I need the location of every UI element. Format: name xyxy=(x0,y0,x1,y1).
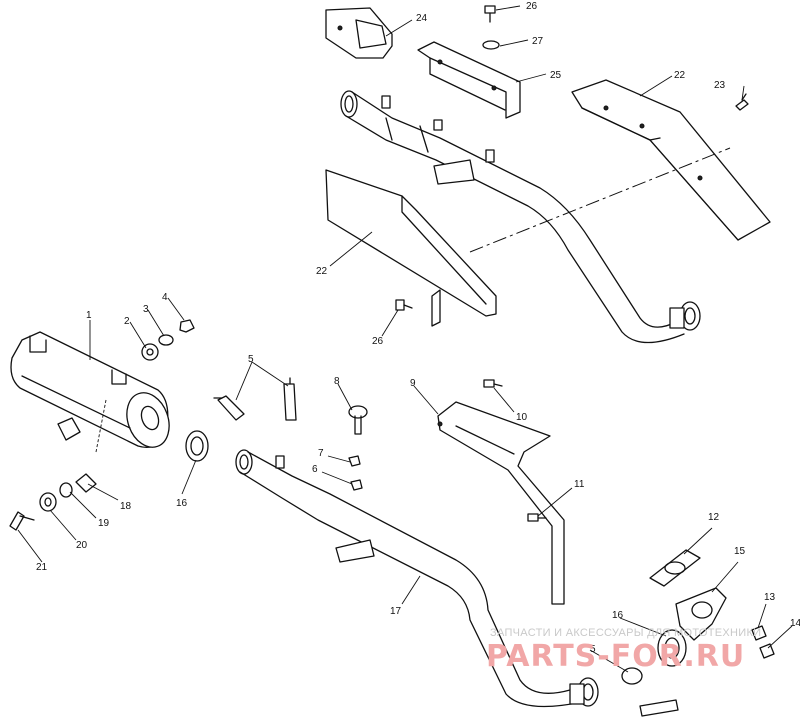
part-5-spring-left xyxy=(213,395,245,421)
leader-lines xyxy=(17,5,793,673)
callout-4: 4 xyxy=(162,292,168,303)
upper-head-pipe xyxy=(340,90,701,344)
callout-numbers: 24 26 27 25 22 23 22 26 1 2 3 4 5 8 9 10… xyxy=(36,1,800,655)
part-22-heat-shield-lower xyxy=(325,169,497,327)
alignment-line xyxy=(469,147,731,253)
callout-9: 9 xyxy=(410,378,416,389)
part-11-bolt xyxy=(527,513,547,522)
part-17-head-pipe xyxy=(235,449,599,708)
callout-11: 11 xyxy=(574,479,585,490)
callout-18: 18 xyxy=(120,501,132,512)
part-22-heat-shield-upper xyxy=(571,79,771,241)
part-27-washer xyxy=(482,40,500,50)
part-2-grommet xyxy=(141,343,159,361)
part-18-pin xyxy=(75,473,97,493)
watermark-brand: PARTS-FOR.RU xyxy=(486,639,745,674)
callout-14: 14 xyxy=(790,618,800,629)
watermark: ЗАПЧАСТИ И АКСЕССУАРЫ ДЛЯ МОТОТЕХНИКИ PA… xyxy=(486,627,761,674)
callout-21: 21 xyxy=(36,562,48,573)
callout-25: 25 xyxy=(550,70,562,81)
part-26-bolt-top xyxy=(484,5,496,23)
callout-23: 23 xyxy=(714,80,726,91)
part-6-grommet-right xyxy=(621,667,643,685)
part-23-bolt xyxy=(735,93,749,111)
part-4-nut xyxy=(179,319,195,333)
callout-22-lower: 22 xyxy=(316,266,328,277)
callout-8: 8 xyxy=(334,376,340,387)
part-5-spring-lower xyxy=(639,699,679,717)
part-14-nut xyxy=(759,643,775,659)
part-25-bracket xyxy=(417,41,521,119)
part-3-washer xyxy=(158,334,174,346)
callout-13: 13 xyxy=(764,592,776,603)
part-10-bolt xyxy=(483,379,503,388)
callout-16-left: 16 xyxy=(176,498,188,509)
callout-1: 1 xyxy=(86,310,92,321)
callout-10: 10 xyxy=(516,412,528,423)
part-6-nut xyxy=(350,479,363,491)
callout-26-top: 26 xyxy=(526,1,538,12)
callout-3: 3 xyxy=(143,304,149,315)
callout-22-upper: 22 xyxy=(674,70,686,81)
callout-20: 20 xyxy=(76,540,88,551)
callout-2: 2 xyxy=(124,316,130,327)
watermark-tagline: ЗАПЧАСТИ И АКСЕССУАРЫ ДЛЯ МОТОТЕХНИКИ xyxy=(490,627,761,639)
part-7-nut xyxy=(348,455,361,467)
callout-12: 12 xyxy=(708,512,720,523)
callout-5-lower: 5 xyxy=(590,644,596,655)
callout-15: 15 xyxy=(734,546,746,557)
callout-19: 19 xyxy=(98,518,110,529)
part-5-spring-right xyxy=(283,377,297,421)
part-19-ring xyxy=(59,482,73,498)
part-26-bolt-lower xyxy=(395,299,413,311)
part-9-bracket xyxy=(437,401,565,605)
part-21-bolt xyxy=(9,511,35,531)
callout-5: 5 xyxy=(248,354,254,365)
callout-16-right: 16 xyxy=(612,610,624,621)
callout-24: 24 xyxy=(416,13,428,24)
part-20-grommet xyxy=(39,492,57,512)
part-16-gasket-left xyxy=(185,430,209,462)
callout-6: 6 xyxy=(312,464,318,475)
part-1-muffler xyxy=(10,331,170,449)
part-8-plug xyxy=(348,405,368,435)
callout-27: 27 xyxy=(532,36,544,47)
part-16-gasket-right xyxy=(657,629,687,667)
part-12-flange-gasket xyxy=(649,549,701,587)
part-24-bracket xyxy=(325,7,393,59)
callout-7: 7 xyxy=(318,448,324,459)
callout-17: 17 xyxy=(390,606,402,617)
callout-26-lower: 26 xyxy=(372,336,384,347)
